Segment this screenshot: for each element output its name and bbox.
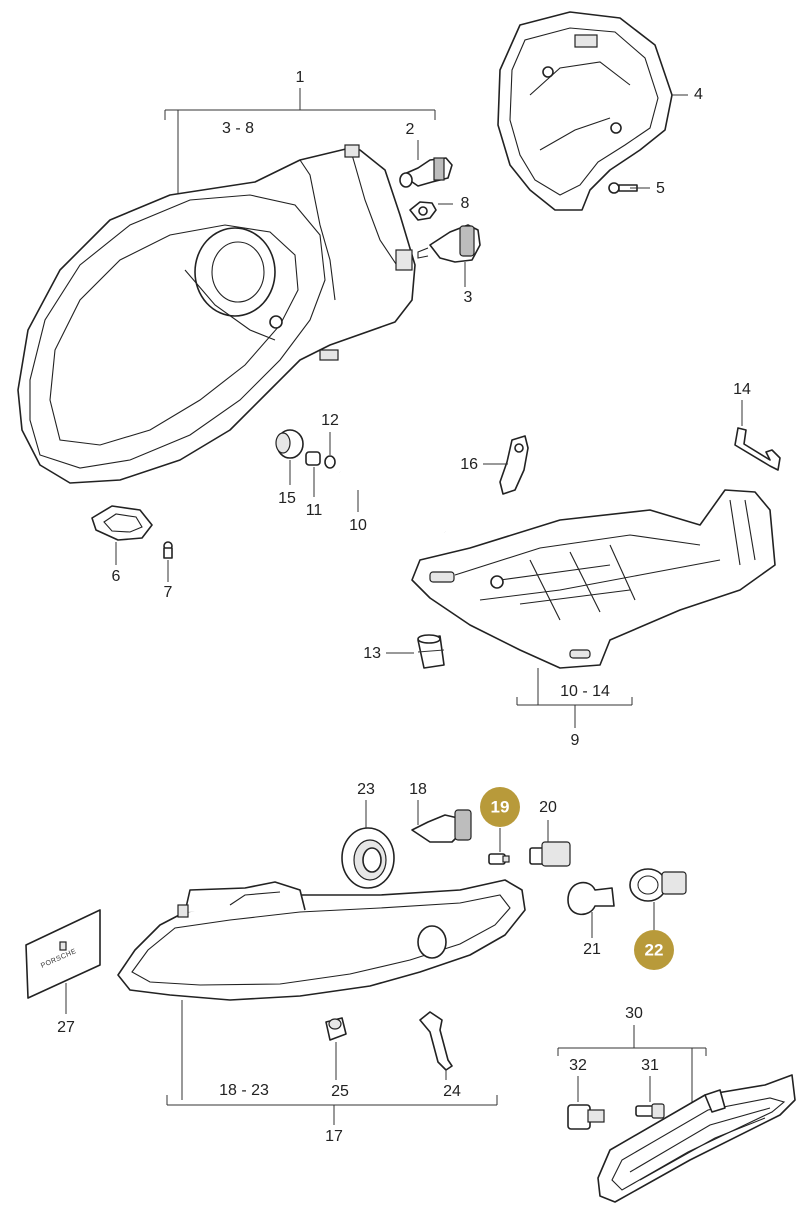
bulb-31[interactable]: [635, 1076, 665, 1119]
label-12[interactable]: 12: [321, 412, 339, 429]
badge-22[interactable]: 22: [634, 930, 674, 970]
label-17[interactable]: 17: [325, 1128, 343, 1145]
screw-5[interactable]: [608, 182, 650, 194]
cap-11[interactable]: [305, 451, 321, 497]
label-9-range: 10 - 14: [560, 683, 610, 700]
label-22[interactable]: 22: [645, 941, 664, 960]
label-1[interactable]: 1: [296, 69, 305, 86]
ring-12[interactable]: [324, 432, 336, 469]
label-2[interactable]: 2: [406, 121, 415, 138]
label-17-range: 18 - 23: [219, 1082, 269, 1099]
label-4[interactable]: 4: [694, 86, 703, 103]
grommet-15[interactable]: [275, 429, 304, 485]
bulb-21[interactable]: [567, 881, 615, 938]
label-14[interactable]: 14: [733, 381, 751, 398]
grommet-25[interactable]: [325, 1017, 347, 1080]
screw-7[interactable]: [163, 541, 173, 582]
bracket-14[interactable]: [734, 400, 781, 471]
bracket-17: [166, 1000, 498, 1125]
label-21[interactable]: 21: [583, 941, 601, 958]
bulb-32[interactable]: [567, 1076, 605, 1130]
cover-4[interactable]: [497, 11, 688, 211]
socket-22[interactable]: [629, 868, 687, 930]
seal-23[interactable]: [341, 800, 395, 889]
headlight-housing[interactable]: [17, 144, 416, 484]
sticker-27[interactable]: PORSCHE: [25, 909, 101, 1014]
bulb-19[interactable]: [488, 853, 510, 865]
bulb-20[interactable]: [529, 820, 571, 867]
label-13[interactable]: 13: [363, 645, 381, 662]
label-16[interactable]: 16: [460, 456, 478, 473]
badge-19[interactable]: 19: [480, 787, 520, 852]
label-1-range: 3 - 8: [222, 120, 254, 137]
label-18[interactable]: 18: [409, 781, 427, 798]
label-3[interactable]: 3: [464, 289, 473, 306]
label-31[interactable]: 31: [641, 1057, 659, 1074]
label-30[interactable]: 30: [625, 1005, 643, 1022]
label-8[interactable]: 8: [461, 195, 470, 212]
label-24[interactable]: 24: [443, 1083, 461, 1100]
label-27[interactable]: 27: [57, 1019, 75, 1036]
bulb-18[interactable]: [411, 800, 472, 843]
tray-9[interactable]: [411, 489, 776, 669]
bulb-3[interactable]: [417, 224, 481, 287]
label-32[interactable]: 32: [569, 1057, 587, 1074]
label-9[interactable]: 9: [571, 732, 580, 749]
bulb-2[interactable]: [399, 140, 453, 188]
clip-16[interactable]: [483, 435, 529, 495]
clip-8[interactable]: [409, 201, 453, 221]
label-23[interactable]: 23: [357, 781, 375, 798]
side-marker[interactable]: [597, 1074, 796, 1203]
label-7[interactable]: 7: [164, 584, 173, 601]
label-10[interactable]: 10: [349, 517, 367, 534]
label-19[interactable]: 19: [491, 798, 510, 817]
bracket-9: [516, 668, 633, 728]
label-20[interactable]: 20: [539, 799, 557, 816]
tube-24[interactable]: [419, 1011, 453, 1080]
label-11[interactable]: 11: [306, 502, 323, 519]
bushing-13[interactable]: [386, 634, 445, 669]
label-25[interactable]: 25: [331, 1083, 349, 1100]
tube-10[interactable]: [339, 470, 446, 534]
mount-6[interactable]: [91, 505, 153, 565]
foglight-housing[interactable]: [117, 879, 526, 1001]
bracket-1: [164, 88, 436, 200]
label-5[interactable]: 5: [656, 180, 665, 197]
label-6[interactable]: 6: [112, 568, 121, 585]
label-15[interactable]: 15: [278, 490, 296, 507]
